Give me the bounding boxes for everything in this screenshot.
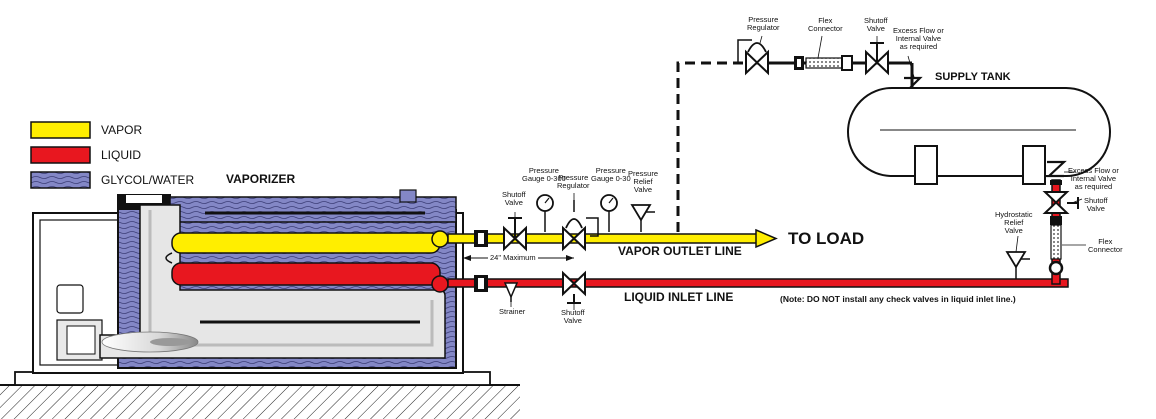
legend-swatch-liquid [30,146,91,164]
pressure-gauge-30-label: Pressure Gauge 0-30 [591,166,631,183]
pressure-relief-valve [630,204,655,232]
flex-connector-tank [1048,216,1064,276]
excess-flow-bottom-label: Excess Flow or Internal Valve as require… [1068,166,1119,191]
max-distance-label: 24" Maximum [488,253,538,262]
pressure-regulator-top-label: Pressure Regulator [747,15,780,32]
regulated-vapor-line [676,61,752,232]
legend-label-vapor: VAPOR [101,123,143,137]
check-valve-note: (Note: DO NOT install any check valves i… [780,294,1016,304]
supply-tank [847,87,1111,185]
pressure-gauge-30 [600,194,618,232]
leader-lines [510,35,1086,310]
legend-swatch-glycol [30,171,91,189]
to-load-label: TO LOAD [788,229,865,248]
pressure-gauge-300-label: Pressure Gauge 0-300 [522,166,566,183]
legend-swatch-vapor [30,121,91,139]
liquid-shutoff-valve [562,270,586,304]
shutoff-valve-top [865,42,889,76]
vapor-shutoff-valve-label: Shutoff Valve [502,190,526,207]
union-fittings [474,230,488,292]
pressure-gauge-300 [536,194,554,232]
shutoff-valve-tank [1042,191,1079,214]
excess-flow-top-label: Excess Flow or Internal Valve as require… [893,26,944,51]
flex-connector-tank-label: Flex Connector [1088,237,1123,254]
flex-connector-top [794,55,853,71]
pressure-regulator-near-label: Pressure Regulator [557,173,590,190]
legend [30,121,91,189]
ground [0,371,520,419]
hydrostatic-relief-valve-label: Hydrostatic Relief Valve [995,210,1033,235]
vapor-outlet-line [447,228,778,249]
pressure-regulator-near [562,200,599,252]
pressure-regulator-top [737,39,769,76]
shutoff-valve-top-label: Shutoff Valve [864,16,888,33]
liquid-coil [165,252,449,293]
shutoff-valve-tank-label: Shutoff Valve [1084,196,1108,213]
legend-label-liquid: LIQUID [101,148,142,162]
flex-connector-top-label: Flex Connector [808,16,843,33]
vaporizer-title: VAPORIZER [226,172,296,186]
vapor-shutoff-valve [503,217,527,252]
strainer-label: Strainer [499,307,526,316]
liquid-inlet-line-label: LIQUID INLET LINE [624,290,734,304]
liquid-shutoff-valve-label: Shutoff Valve [561,308,585,325]
vapor-outlet-line-label: VAPOR OUTLET LINE [618,244,742,258]
vapor-coil [171,230,449,254]
supply-tank-title: SUPPLY TANK [935,71,1011,83]
hydrostatic-relief-valve [1005,251,1030,279]
pressure-relief-valve-label: Pressure Relief Valve [628,169,659,194]
excess-flow-valve-bottom [1046,160,1067,185]
strainer [503,282,519,302]
legend-label-glycol: GLYCOL/WATER [101,173,195,187]
